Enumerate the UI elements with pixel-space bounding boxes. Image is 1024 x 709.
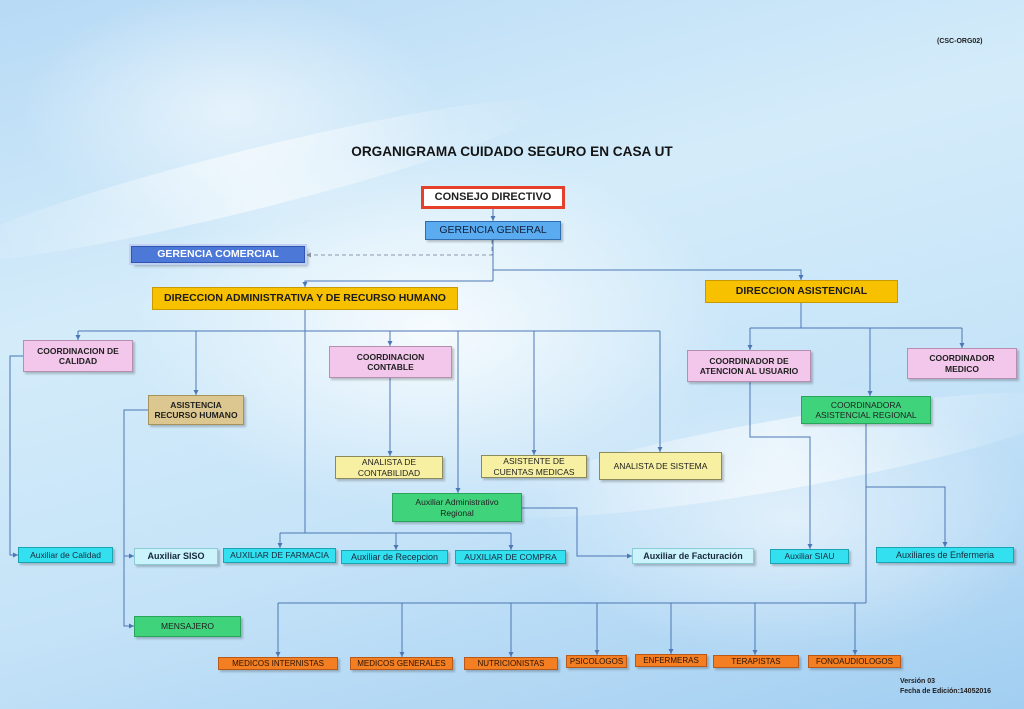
node-consejo-directivo: CONSEJO DIRECTIVO xyxy=(421,186,565,209)
node-nutricionistas: NUTRICIONISTAS xyxy=(464,657,558,670)
node-analista-sistema: ANALISTA DE SISTEMA xyxy=(599,452,722,480)
connector-gerencia-to-asistencial xyxy=(493,269,804,280)
node-mensajero: MENSAJERO xyxy=(134,616,241,637)
node-auxiliar-administrativo-regional: Auxiliar Administrativo Regional xyxy=(392,493,522,522)
node-asistencia-recurso-humano: ASISTENCIA RECURSO HUMANO xyxy=(148,395,244,425)
version-label: Versión 03 xyxy=(900,678,936,685)
connector-rh-to-mensajero xyxy=(123,409,148,629)
node-coordinador-atencion-usuario: COORDINADOR DE ATENCION AL USUARIO xyxy=(687,350,811,382)
chart-title: ORGANIGRAMA CUIDADO SEGURO EN CASA UT xyxy=(351,144,673,159)
node-medicos-generales: MEDICOS GENERALES xyxy=(350,657,453,670)
connector-regional-to-enfermeria xyxy=(866,486,948,547)
node-auxiliar-calidad: Auxiliar de Calidad xyxy=(18,547,113,563)
node-gerencia-general: GERENCIA GENERAL xyxy=(425,221,561,240)
node-auxiliar-farmacia: AUXILIAR DE FARMACIA xyxy=(223,548,336,563)
node-direccion-asistencial: DIRECCION ASISTENCIAL xyxy=(705,280,898,303)
node-fonoaudiologos: FONOAUDIOLOGOS xyxy=(808,655,901,668)
connector-admin-regional-to-facturacion xyxy=(522,507,632,559)
node-auxiliar-compra: AUXILIAR DE COMPRA xyxy=(455,550,566,564)
document-code: (CSC-ORG02) xyxy=(937,38,983,45)
node-direccion-administrativa: DIRECCION ADMINISTRATIVA Y DE RECURSO HU… xyxy=(152,287,458,310)
node-auxiliares-enfermeria: Auxiliares de Enfermeria xyxy=(876,547,1014,563)
node-auxiliar-siau: Auxiliar SIAU xyxy=(770,549,849,564)
edition-date-label: Fecha de Edición:14052016 xyxy=(900,688,992,695)
node-analista-contabilidad: ANALISTA DE CONTABILIDAD xyxy=(335,456,443,479)
connector-calidad-to-aux-calidad xyxy=(9,355,23,558)
node-gerencia-comercial: GERENCIA COMERCIAL xyxy=(131,246,305,263)
node-medicos-internistas: MEDICOS INTERNISTAS xyxy=(218,657,338,670)
node-coordinador-medico: COORDINADOR MEDICO xyxy=(907,348,1017,379)
node-terapistas: TERAPISTAS xyxy=(713,655,799,668)
node-psicologos: PSICOLOGOS xyxy=(566,655,627,668)
node-auxiliar-facturacion: Auxiliar de Facturación xyxy=(632,548,754,564)
node-asistente-cuentas-medicas: ASISTENTE DE CUENTAS MEDICAS xyxy=(481,455,587,478)
node-auxiliar-siso: Auxiliar SISO xyxy=(134,548,218,565)
connector-gerencia-to-comercial xyxy=(306,240,493,258)
node-auxiliar-recepcion: Auxiliar de Recepcion xyxy=(341,550,448,564)
node-coordinadora-asistencial-regional: COORDINADORA ASISTENCIAL REGIONAL xyxy=(801,396,931,424)
node-enfermeras: ENFERMERAS xyxy=(635,654,707,667)
node-coordinacion-calidad: COORDINACION DE CALIDAD xyxy=(23,340,133,372)
node-coordinacion-contable: COORDINACION CONTABLE xyxy=(329,346,452,378)
